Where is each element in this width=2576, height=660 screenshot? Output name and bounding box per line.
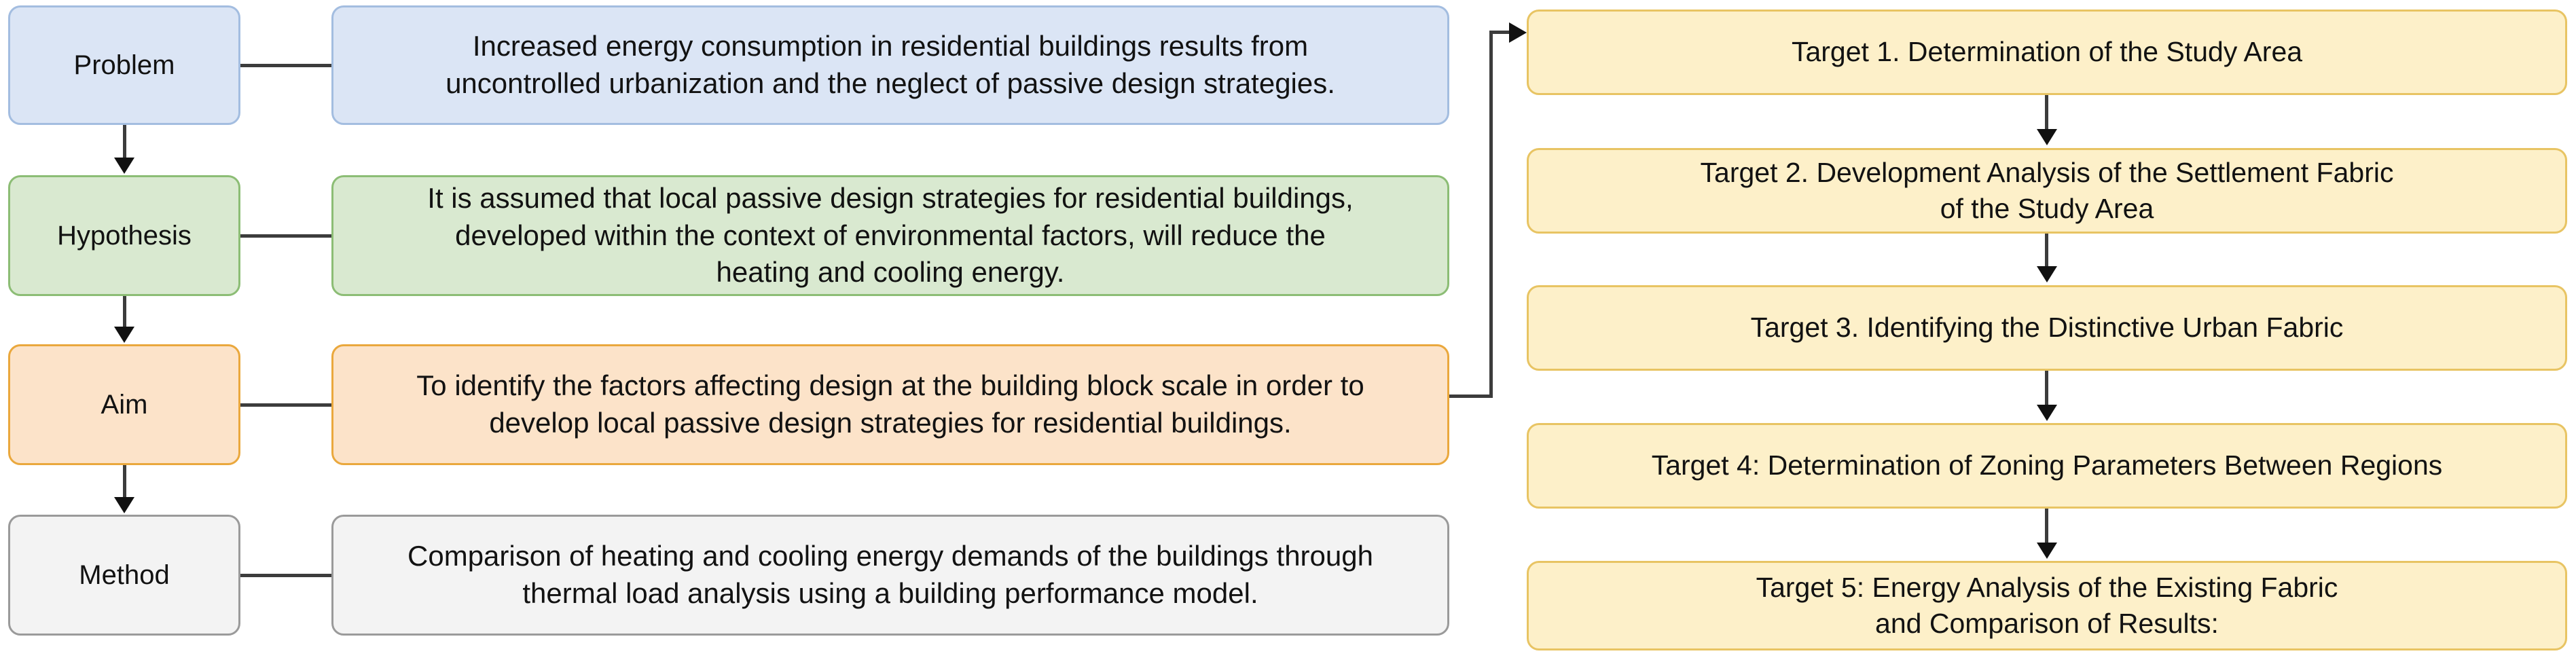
arrow-down-icon-target1-target2 xyxy=(2037,129,2057,145)
stage-description-aim[interactable]: To identify the factors affecting design… xyxy=(331,344,1449,465)
connector-aim-to-description xyxy=(240,403,331,407)
arrow-down-icon-target3-target4 xyxy=(2037,405,2057,421)
connector-problem-to-description xyxy=(240,64,331,67)
connector-aim-elbow-horizontal-top xyxy=(1489,31,1519,34)
connector-hypothesis-to-aim xyxy=(123,296,126,329)
stage-label-hypothesis[interactable]: Hypothesis xyxy=(8,175,240,296)
target-box-1[interactable]: Target 1. Determination of the Study Are… xyxy=(1527,10,2567,95)
connector-aim-to-method xyxy=(123,465,126,499)
arrow-down-icon-target2-target3 xyxy=(2037,266,2057,282)
connector-aim-elbow-vertical xyxy=(1489,33,1493,398)
stage-description-problem[interactable]: Increased energy consumption in resident… xyxy=(331,5,1449,125)
stage-label-aim[interactable]: Aim xyxy=(8,344,240,465)
target-box-2[interactable]: Target 2. Development Analysis of the Se… xyxy=(1527,148,2567,234)
connector-target1-to-target2 xyxy=(2045,95,2048,130)
connector-target2-to-target3 xyxy=(2045,234,2048,268)
arrow-right-icon-aim-to-target1 xyxy=(1509,22,1527,43)
target-box-4[interactable]: Target 4: Determination of Zoning Parame… xyxy=(1527,423,2567,509)
connector-method-to-description xyxy=(240,574,331,577)
connector-problem-to-hypothesis xyxy=(123,125,126,160)
arrow-down-icon-target4-target5 xyxy=(2037,543,2057,559)
connector-hypothesis-to-description xyxy=(240,234,331,238)
target-box-5[interactable]: Target 5: Energy Analysis of the Existin… xyxy=(1527,561,2567,650)
connector-aim-elbow-horizontal-bottom xyxy=(1449,395,1493,398)
stage-description-method[interactable]: Comparison of heating and cooling energy… xyxy=(331,515,1449,636)
connector-target3-to-target4 xyxy=(2045,371,2048,406)
connector-target4-to-target5 xyxy=(2045,509,2048,544)
target-box-3[interactable]: Target 3. Identifying the Distinctive Ur… xyxy=(1527,285,2567,371)
arrow-down-icon-problem-hypothesis xyxy=(114,158,134,174)
stage-label-problem[interactable]: Problem xyxy=(8,5,240,125)
stage-label-method[interactable]: Method xyxy=(8,515,240,636)
stage-description-hypothesis[interactable]: It is assumed that local passive design … xyxy=(331,175,1449,296)
arrow-down-icon-aim-method xyxy=(114,497,134,513)
arrow-down-icon-hypothesis-aim xyxy=(114,327,134,343)
